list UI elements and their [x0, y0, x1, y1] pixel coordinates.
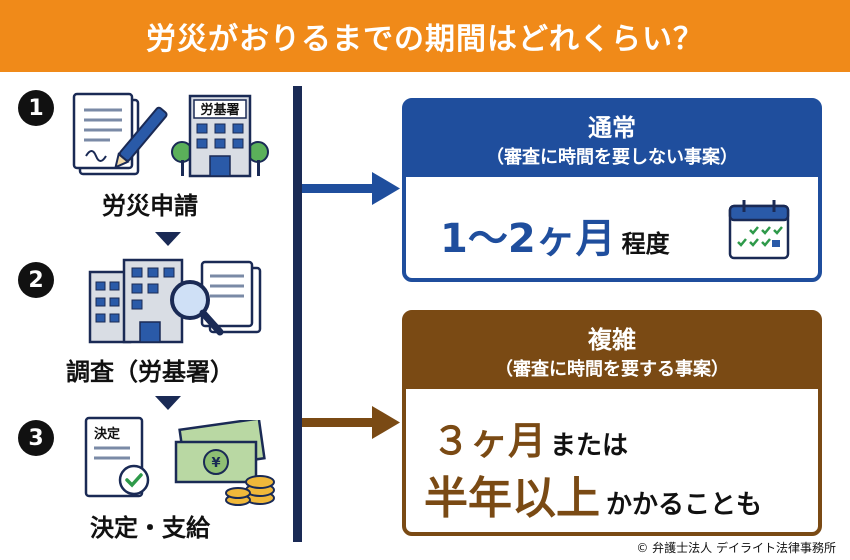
page-title: 労災がおりるまでの期間はどれくらい？ — [146, 22, 704, 57]
copyright-credit: © 弁護士法人 デイライト法律事務所 — [636, 541, 836, 555]
arrow-to-complex — [302, 406, 400, 439]
calendar-icon — [728, 200, 790, 260]
step-1-number: 1 — [18, 90, 54, 126]
complex-may-take: かかることも — [606, 490, 763, 520]
complex-line-2: 半年以上 かかることも — [424, 462, 762, 526]
building-sign: 労基署 — [200, 102, 239, 118]
normal-duration-suffix: 程度 — [621, 230, 670, 258]
normal-case-box: 通常 （審査に時間を要しない事案） 1〜2ヶ月 程度 — [402, 98, 822, 282]
arrow-to-normal — [302, 172, 400, 205]
investigation-icon — [88, 258, 262, 344]
complex-title: 複雑 — [588, 326, 636, 354]
decision-document-icon: 決定 — [84, 416, 150, 498]
step-3-label: 決定・支給 — [90, 514, 210, 542]
complex-case-box: 複雑 （審査に時間を要する事案） ３ヶ月 または 半年以上 かかることも — [402, 310, 822, 536]
timeline-divider — [293, 86, 302, 542]
money-payment-icon: ¥ — [174, 420, 275, 506]
normal-duration-row: 1〜2ヶ月 程度 — [440, 206, 670, 264]
step-1-label: 労災申請 — [102, 192, 198, 220]
normal-title: 通常 — [588, 114, 636, 142]
down-arrow-1 — [155, 232, 181, 246]
complex-case-header: 複雑 （審査に時間を要する事案） — [406, 314, 818, 389]
step-3-number: 3 — [18, 420, 54, 456]
complex-half-year: 半年以上 — [424, 473, 600, 524]
down-arrow-2 — [155, 396, 181, 410]
title-banner: 労災がおりるまでの期間はどれくらい？ — [0, 0, 850, 72]
normal-subtitle: （審査に時間を要しない事案） — [486, 147, 738, 168]
application-document-icon — [72, 92, 168, 176]
decision-document-title: 決定 — [94, 426, 120, 442]
normal-case-header: 通常 （審査に時間を要しない事案） — [406, 102, 818, 177]
step-2-number: 2 — [18, 262, 54, 298]
complex-or: または — [550, 431, 629, 461]
labor-office-building-icon: 労基署 — [171, 94, 269, 178]
complex-three-months: ３ヶ月 — [432, 419, 547, 463]
complex-line-1: ３ヶ月 または — [432, 410, 628, 465]
complex-subtitle: （審査に時間を要する事案） — [495, 359, 729, 380]
normal-duration: 1〜2ヶ月 — [440, 216, 616, 262]
step-2-label: 調査（労基署） — [66, 358, 234, 386]
svg-text:¥: ¥ — [211, 456, 220, 471]
